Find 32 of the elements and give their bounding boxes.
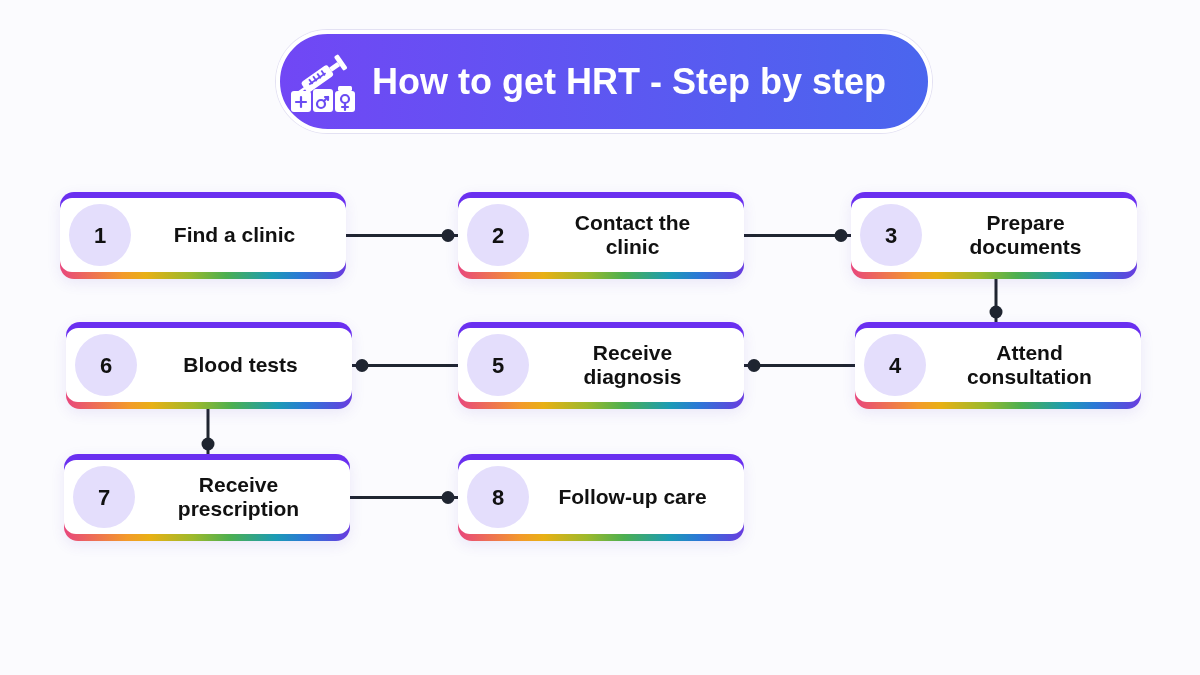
step-card <box>64 454 350 541</box>
step-card <box>458 192 744 279</box>
connector-line <box>201 409 215 454</box>
step-number: 5 <box>467 334 529 396</box>
connector-line <box>350 491 458 504</box>
step-card <box>60 192 346 279</box>
step-card <box>458 322 744 409</box>
connector-line <box>989 279 1003 322</box>
connector-line <box>744 229 851 242</box>
connector-line <box>352 359 458 372</box>
connector-line <box>346 229 458 242</box>
step-number: 3 <box>860 204 922 266</box>
step-card <box>855 322 1141 409</box>
connector-line <box>744 359 855 372</box>
step-label: Blood tests <box>183 353 298 377</box>
step-label: Attend consultation <box>966 341 1093 389</box>
title-text: How to get HRT - Step by step <box>372 59 886 104</box>
step-card <box>458 454 744 541</box>
step-label: Follow-up care <box>558 485 707 509</box>
step-number: 8 <box>467 466 529 528</box>
step-card <box>851 192 1137 279</box>
step-label: Receive prescription <box>176 473 301 521</box>
step-label: Prepare documents <box>968 211 1083 259</box>
step-label: Find a clinic <box>173 223 296 247</box>
step-card <box>66 322 352 409</box>
step-number: 4 <box>864 334 926 396</box>
step-number: 1 <box>69 204 131 266</box>
step-number: 2 <box>467 204 529 266</box>
step-number: 6 <box>75 334 137 396</box>
step-label: Contact the clinic <box>573 211 692 259</box>
step-label: Receive diagnosis <box>582 341 683 389</box>
step-number: 7 <box>73 466 135 528</box>
